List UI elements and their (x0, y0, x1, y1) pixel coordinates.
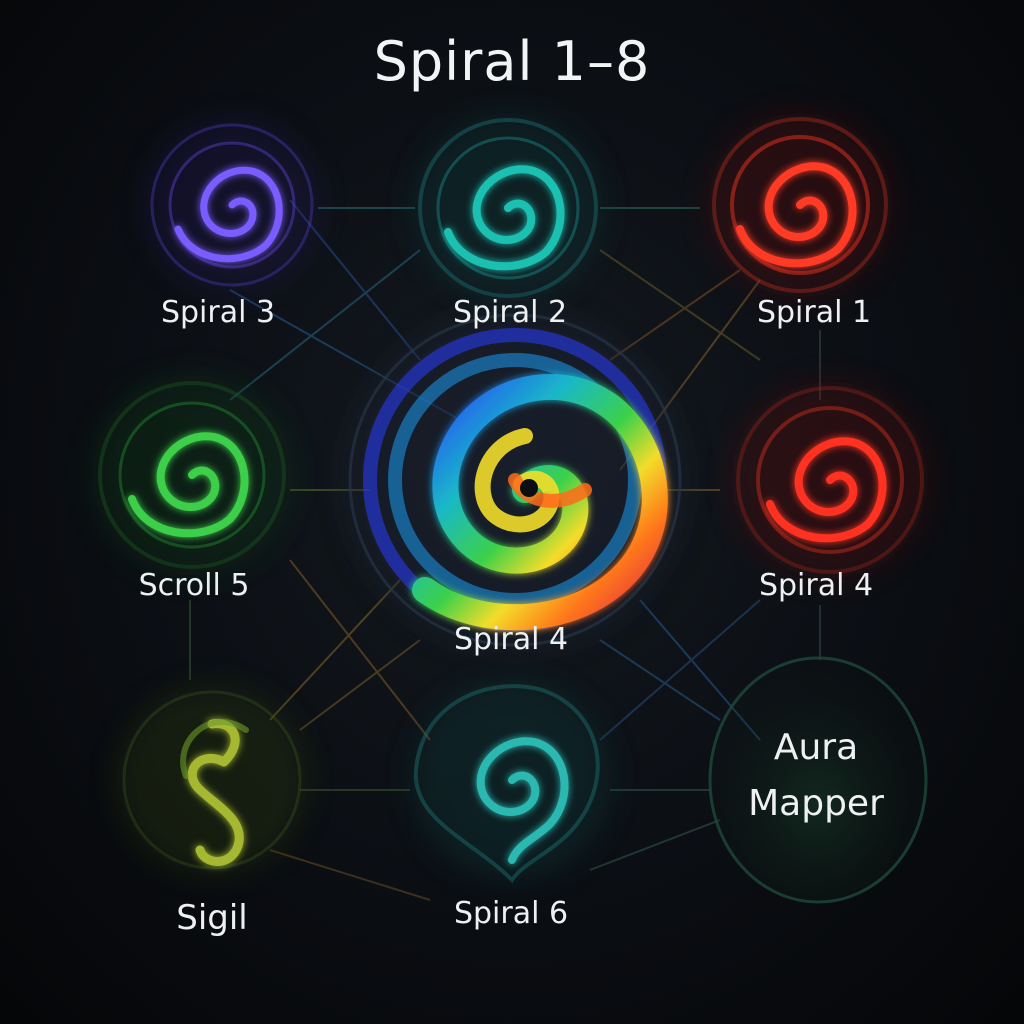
connector-line (269, 579, 401, 721)
connector-line (599, 249, 761, 361)
connector-line (599, 639, 721, 721)
connector-line (589, 819, 721, 871)
scroll-5-icon[interactable] (92, 375, 292, 575)
spiral-3-label: Spiral 3 (160, 295, 276, 330)
connector-line (229, 249, 421, 401)
spiral-4-right-label: Spiral 4 (758, 568, 874, 603)
connector-line (599, 599, 761, 741)
scroll-5-label: Scroll 5 (138, 568, 250, 603)
spiral-2-icon[interactable] (413, 113, 603, 303)
sigil-icon[interactable] (117, 685, 307, 875)
aura-mapper-node[interactable] (708, 656, 928, 904)
spiral-6-icon[interactable] (412, 680, 612, 884)
spiral-1-label: Spiral 1 (756, 295, 872, 330)
aura-mapper-label: Aura Mapper (748, 727, 884, 824)
spiral-2-label: Spiral 2 (452, 295, 568, 330)
spiral-4-center-icon[interactable] (345, 310, 685, 650)
spiral-3-icon[interactable] (144, 117, 320, 293)
connector-lines (189, 199, 821, 901)
spiral-6-label: Spiral 6 (453, 896, 569, 931)
connector-line (609, 269, 741, 361)
spiral-1-icon[interactable] (708, 113, 892, 297)
connector-line (299, 639, 421, 731)
spiral-4-center-label: Spiral 4 (453, 622, 569, 657)
page-title: Spiral 1–8 (373, 30, 651, 93)
connector-line (289, 559, 431, 741)
spiral-4-right-icon[interactable] (732, 382, 928, 578)
sigil-label: Sigil (176, 898, 248, 938)
connector-line (269, 849, 431, 901)
